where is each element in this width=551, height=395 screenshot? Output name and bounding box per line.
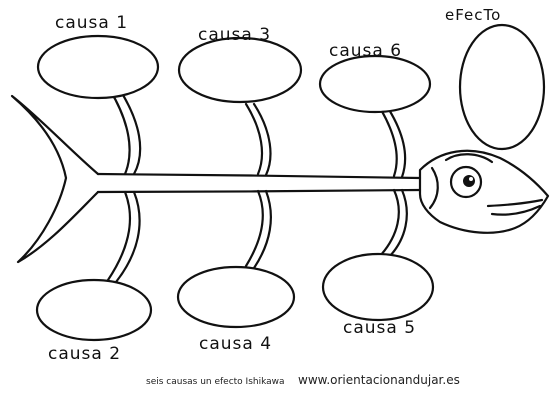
fish-tail [12,96,98,262]
fish-eye-highlight [469,177,473,181]
effect-bubble[interactable] [460,25,544,149]
cause-6-bubble[interactable] [320,56,430,112]
footer-website: www.orientacionandujar.es [298,373,460,387]
effect-label: eFecTo [445,6,501,24]
bone-cause-1 [110,90,140,174]
bone-cause-6 [380,108,405,177]
cause-5-bubble[interactable] [323,254,433,320]
cause-2-label: causa 2 [48,344,121,364]
bone-cause-3 [246,104,270,175]
cause-5-label: causa 5 [343,318,416,338]
cause-3-label: causa 3 [198,25,271,45]
bone-cause-4 [246,191,271,268]
cause-1-bubble[interactable] [38,36,158,98]
cause-4-label: causa 4 [199,334,272,354]
fish-pupil [463,175,475,187]
cause-4-bubble[interactable] [178,267,294,327]
fish-brow [446,154,492,162]
bone-cause-2 [108,192,140,282]
fish-spine-top [98,174,420,178]
bone-cause-5 [380,190,407,258]
footer-caption: seis causas un efecto Ishikawa [146,377,285,387]
fish-head [420,151,548,233]
cause-3-bubble[interactable] [179,38,301,102]
cause-2-bubble[interactable] [37,280,151,340]
fish-gill [430,168,438,208]
cause-1-label: causa 1 [55,13,128,33]
fish-mouth [488,200,542,215]
cause-6-label: causa 6 [329,41,402,61]
